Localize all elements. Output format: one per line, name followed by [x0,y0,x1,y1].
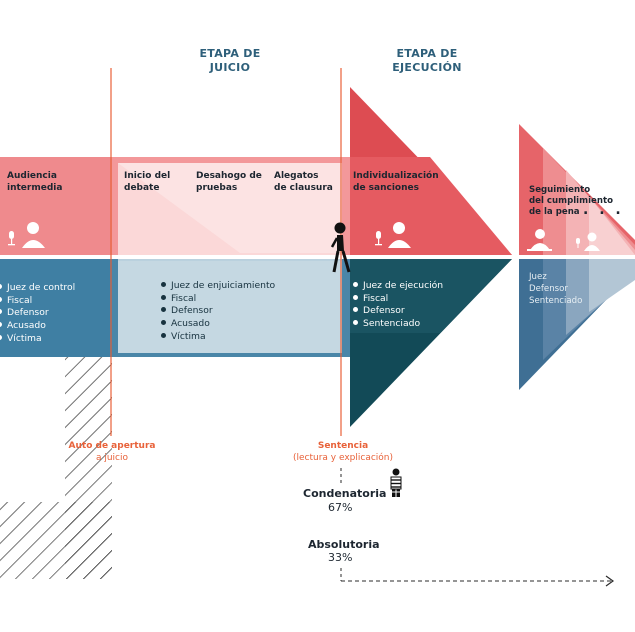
microphone-icon [576,238,580,248]
result-conviction-label: Condenatoria [303,487,387,500]
walking-person-icon [330,222,351,273]
participant-item: Fiscal [353,293,443,306]
participant-item: Juez de enjuiciamiento [161,280,275,293]
participant-label: Fiscal [7,294,33,306]
activity-line: Audiencia [7,171,57,181]
prisoner-icon [390,468,402,497]
activity-line: pruebas [196,183,238,194]
participant-label: Juez de control [7,282,76,293]
person-icon [388,222,411,248]
stage-title-line: EJECUCIÓN [392,60,462,74]
stage-title-line: JUICIO [209,60,251,74]
stage-title-execution: ETAPA DE EJECUCIÓN [380,47,474,75]
participant-item: Fiscal [0,295,75,308]
milestone-subtitle: (lectura y explicación) [292,452,394,463]
activity-line: intermedia [7,183,63,194]
person-icon [22,222,45,248]
judge-icon [527,229,552,251]
participant-label: Defensor [7,307,49,319]
participant-label: Fiscal [363,292,389,304]
participant-label: Sentenciado [529,295,583,306]
participant-label: Juez [529,272,547,282]
participant-label: Juez de enjuiciamiento [171,280,276,291]
stage-title-line: ETAPA DE [199,47,261,60]
result-acquittal-value: 33% [328,551,353,564]
trial-box [118,163,342,353]
milestone-auto-apertura: Auto de apertura a juicio [66,441,158,464]
participant-item: Sentenciado [353,318,443,331]
activity-line: Seguimiento [529,185,591,195]
participant-label: Defensor [529,283,568,294]
participant-label: Sentenciado [363,318,421,330]
participant-item: Defensor [161,305,275,318]
activity-sentencing: Individualización de sanciones [353,170,439,194]
stage-title-line: ETAPA DE [396,47,458,60]
participant-label: Defensor [363,305,405,317]
activity-line: de la pena [529,207,580,217]
activity-line: del cumplimiento [529,196,613,206]
participants-execution: Juez de ejecución Fiscal Defensor Senten… [353,280,443,331]
activity-monitoring: Seguimiento del cumplimiento de la pena [529,185,613,218]
activity-intermediate-hearing: Audiencia intermedia [7,170,62,194]
participant-item: Juez de control [0,282,75,295]
participant-label: Fiscal [171,292,197,304]
participant-item: Defensor [0,307,75,320]
milestone-sentencia: Sentencia (lectura y explicación) [290,441,396,464]
participant-item: Acusado [0,320,75,333]
participant-label: Acusado [7,320,46,332]
milestone-title: Sentencia [317,441,369,451]
participant-label: Defensor [171,305,213,317]
person-icon [584,232,600,251]
microphone-icon [375,231,382,246]
activity-line: debate [124,183,160,194]
participants-trial: Juez de enjuiciamiento Fiscal Defensor A… [161,280,275,343]
participant-label: Víctima [7,332,42,344]
activity-line: Desahogo de [196,171,262,181]
activity-line: Individualización [353,171,439,181]
participant-item: Víctima [0,333,75,346]
result-acquittal-label: Absolutoria [308,538,380,551]
activity-line: Inicio del [124,171,171,181]
participant-item: Defensor [353,305,443,318]
result-conviction-value: 67% [328,501,353,514]
hatched-zone-bottom [0,502,112,579]
participant-item: Fiscal [161,293,275,306]
activity-line: de sanciones [353,183,419,194]
participant-item: Acusado [161,318,275,331]
activity-evidence: Desahogo de pruebas [196,170,262,194]
participant-item: Juez de ejecución [353,280,443,293]
participants-monitoring: Juez Defensor Sentenciado [529,272,582,308]
participant-label: Acusado [171,318,210,330]
participant-label: Víctima [171,330,206,342]
participant-item: Víctima [161,331,275,344]
milestone-subtitle: a juicio [95,452,129,463]
participant-label: Juez de ejecución [363,280,444,291]
ellipsis: . . . [583,202,624,218]
monitoring-chevron [519,124,635,390]
microphone-icon [8,231,15,246]
arrow-right-icon [605,575,615,587]
activity-line: de clausura [274,183,333,194]
stage-title-trial: ETAPA DE JUICIO [190,47,270,75]
activity-debate-start: Inicio del debate [124,170,170,194]
participants-intermediate: Juez de control Fiscal Defensor Acusado … [0,282,75,345]
milestone-title: Auto de apertura [68,441,156,451]
activity-line: Alegatos [274,171,319,181]
activity-closing: Alegatos de clausura [274,170,333,194]
